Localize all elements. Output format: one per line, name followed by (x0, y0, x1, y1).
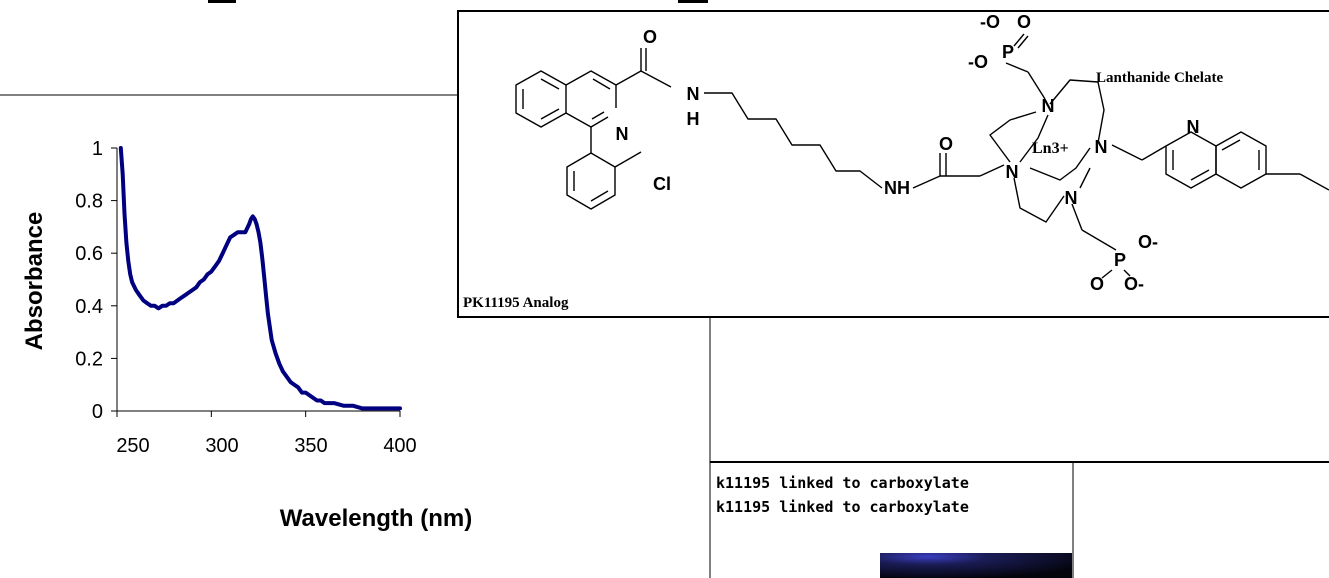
x-tick-label: 350 (294, 435, 327, 457)
y-tick-label: 0 (92, 401, 103, 423)
atom-nh-linker: NH (884, 178, 910, 198)
text-line: k11195 linked to carboxylate (716, 474, 969, 492)
atom-phosphonate-top-o3: -O (968, 52, 988, 72)
atom-n-ring-left: N (1006, 162, 1019, 182)
chelate-label: Lanthanide Chelate (1096, 70, 1223, 86)
x-tick-label: 400 (383, 435, 416, 457)
atom-phosphonate-bottom-o3: O- (1124, 274, 1144, 294)
y-tick-label: 0.6 (75, 243, 103, 265)
chemical-structure-panel: O N H N Cl NH O N N N N N -O O -O P P O-… (457, 10, 1329, 318)
absorbance-series-line (118, 146, 402, 411)
atom-cl: Cl (653, 174, 671, 194)
panel-label: PK11195 Analog (463, 295, 569, 311)
atom-h-amide: H (687, 109, 700, 129)
atom-phosphonate-bottom-o1: O- (1138, 232, 1158, 252)
text-line: k11195 linked to carboxylate (716, 498, 969, 516)
y-axis-title: Absorbance (21, 212, 48, 351)
absorbance-chart: 0 0.2 0.4 0.6 0.8 1 250 300 350 400 Absorbance W… (21, 138, 472, 532)
atom-n-ring-top: N (1042, 96, 1055, 116)
x-tick-label: 300 (205, 435, 238, 457)
atom-n-isoquinoline: N (616, 124, 629, 144)
metal-label: Ln3+ (1032, 140, 1069, 157)
x-tick-label: 250 (116, 435, 149, 457)
atom-n-ring-right: N (1095, 137, 1108, 157)
atom-phosphonate-bottom-p: P (1114, 250, 1126, 270)
bond-lines (515, 48, 1329, 251)
structure-frame (457, 10, 1329, 318)
text-lines: k11195 linked to carboxylate k11195 link… (716, 474, 969, 516)
y-tick-label: 0.8 (75, 191, 103, 213)
atom-n-amide: N (687, 84, 700, 104)
atom-n-quinoline: N (1187, 117, 1200, 137)
atom-labels: O N H N Cl NH O N N N N N -O O -O P P O-… (616, 12, 1200, 294)
phosphonate-double-bonds (1013, 33, 1131, 279)
y-tick-label: 0.4 (75, 296, 103, 318)
y-tick-label: 1 (92, 138, 103, 160)
atom-n-ring-bottom: N (1065, 188, 1078, 208)
atom-o-linker-carbonyl: O (939, 134, 953, 154)
y-tick-label: 0.2 (75, 348, 103, 370)
x-axis-title: Wavelength (nm) (280, 505, 472, 532)
atom-phosphonate-top-p: P (1002, 42, 1014, 62)
atom-phosphonate-bottom-o2: O (1090, 274, 1104, 294)
atom-phosphonate-top-o1: -O (980, 12, 1000, 32)
photo-thumbnail (880, 553, 1072, 578)
clipped-top-glyphs (208, 0, 708, 3)
atom-phosphonate-top-o2: O (1017, 12, 1031, 32)
atom-o-carbonyl: O (643, 27, 657, 47)
